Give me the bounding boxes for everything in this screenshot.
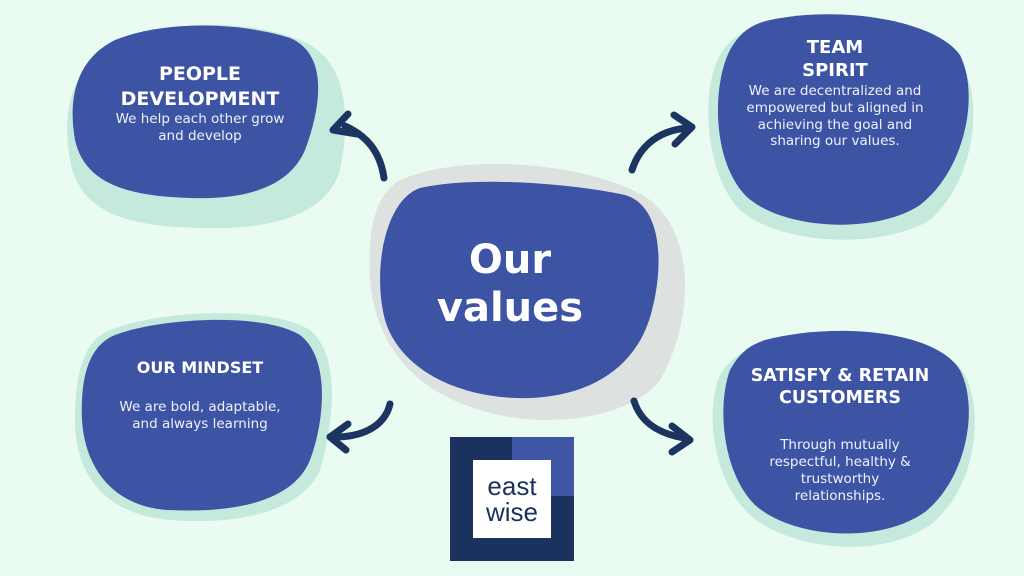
value-description-line: Through mutually <box>780 437 900 453</box>
arrow-to-satisfy-retain-customers-icon <box>630 397 694 456</box>
value-title-line: DEVELOPMENT <box>120 87 280 110</box>
value-title-line: OUR MINDSET <box>136 358 264 377</box>
value-title: PEOPLE DEVELOPMENT <box>80 62 320 111</box>
arrow-to-people-development-icon <box>329 110 388 182</box>
value-card-team-spirit: TEAM SPIRIT We are decentralized and emp… <box>725 36 945 150</box>
value-description: We are bold, adaptable, and always learn… <box>90 399 310 433</box>
eastwise-logo: east wise <box>450 437 574 561</box>
value-title-line: CUSTOMERS <box>779 388 901 408</box>
center-title: Our values <box>400 236 620 332</box>
value-description: We help each other grow and develop <box>80 111 320 145</box>
center-title-line: Our <box>468 237 552 283</box>
value-title: OUR MINDSET <box>90 358 310 379</box>
value-title-line: SATISFY & RETAIN <box>750 366 930 386</box>
arrow-to-our-mindset-icon <box>326 400 394 454</box>
value-description-line: We are bold, adaptable, <box>119 398 281 415</box>
value-title: TEAM SPIRIT <box>725 36 945 83</box>
value-title-line: PEOPLE <box>158 63 242 85</box>
value-description-line: empowered but aligned in <box>746 99 924 116</box>
value-title-line: SPIRIT <box>802 60 868 82</box>
value-description-line: We help each other grow <box>115 111 285 128</box>
team-spirit-blob <box>717 14 969 225</box>
value-card-our-mindset: OUR MINDSET We are bold, adaptable, and … <box>90 358 310 433</box>
value-description-line: and develop <box>158 128 242 145</box>
our-mindset-blob <box>81 319 322 511</box>
value-description-line: respectful, healthy & <box>769 453 911 470</box>
logo-text-box: east wise <box>473 460 551 538</box>
value-description: We are decentralized and empowered but a… <box>725 83 945 151</box>
value-description-line: achieving the goal and <box>757 116 913 133</box>
satisfy-retain-customers-blob <box>723 330 969 534</box>
value-title-line: TEAM <box>806 37 864 58</box>
value-card-satisfy-retain-customers: SATISFY & RETAIN CUSTOMERS Through mutua… <box>730 365 950 505</box>
arrow-to-team-spirit-icon <box>628 111 696 174</box>
value-card-people-development: PEOPLE DEVELOPMENT We help each other gr… <box>80 62 320 145</box>
people-development-blob <box>72 25 319 199</box>
value-title: SATISFY & RETAIN CUSTOMERS <box>730 365 950 409</box>
logo-text-line: wise <box>485 497 538 527</box>
value-description-line: We are decentralized and <box>748 82 922 99</box>
value-description-line: sharing our values. <box>770 133 900 150</box>
value-description-line: relationships. <box>794 487 886 504</box>
value-description: Through mutually respectful, healthy & t… <box>730 437 950 505</box>
center-blob <box>380 181 659 399</box>
value-description-line: and always learning <box>132 415 268 432</box>
logo-text-line: east <box>487 471 537 501</box>
value-description-line: trustworthy <box>800 470 880 487</box>
center-title-line: values <box>436 285 584 331</box>
